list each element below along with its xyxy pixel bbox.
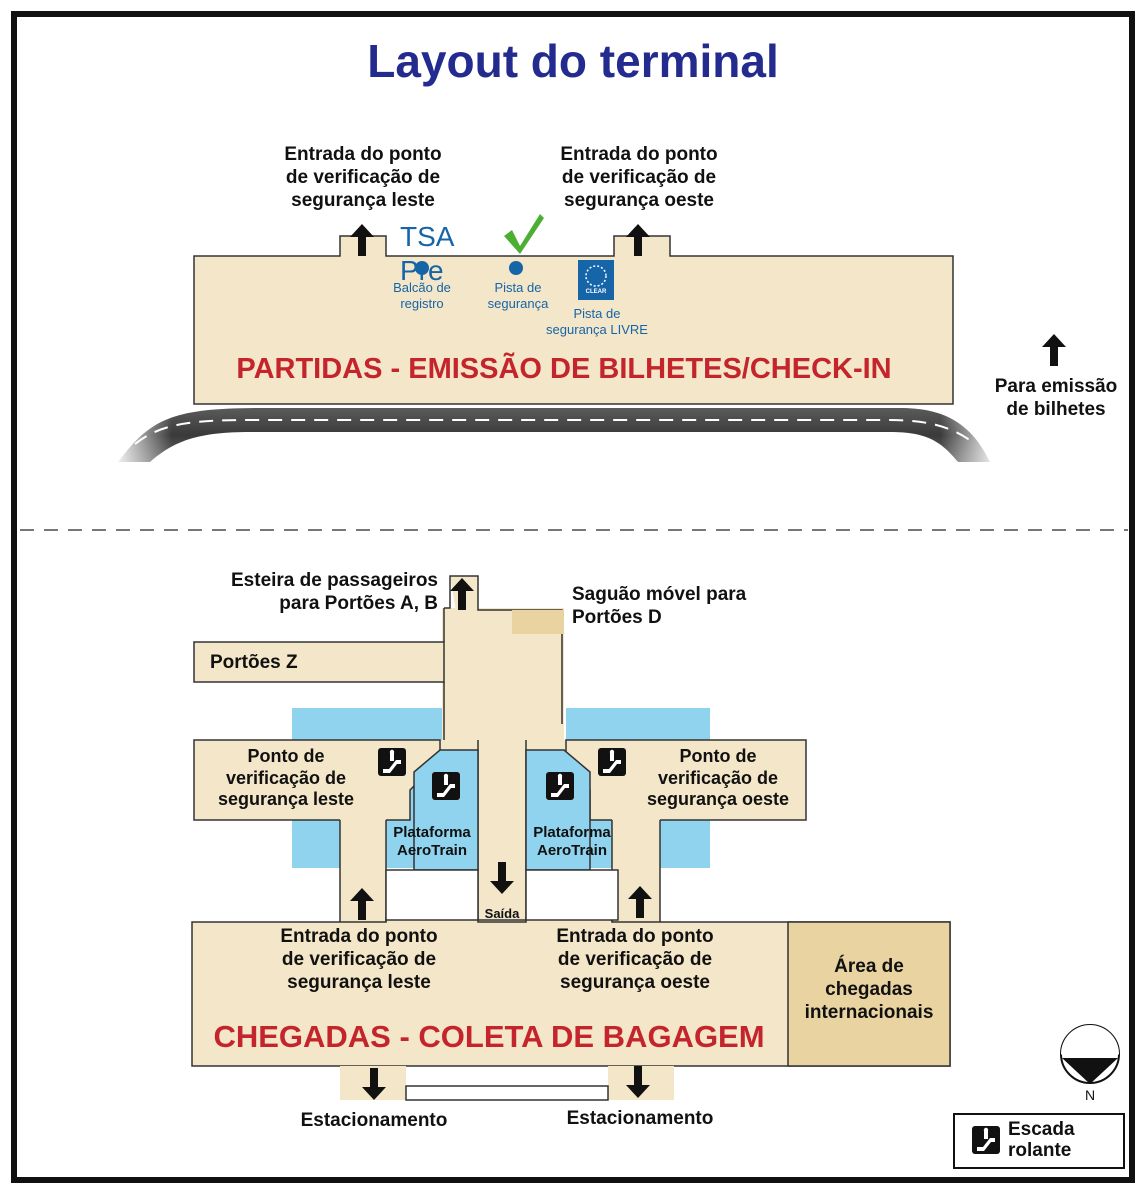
roadway [112, 400, 1000, 470]
legend-escalator-label: Escada rolante [1008, 1119, 1075, 1161]
page-title: Layout do terminal [367, 35, 779, 87]
exit-label: Saída [484, 906, 520, 921]
clear-lane-label: Pista de segurança LIVRE [546, 306, 648, 337]
compass-label: N [1084, 1087, 1096, 1103]
ticketing-label: Para emissão de bilhetes [994, 376, 1118, 420]
security-lane-label: Pista de segurança [487, 280, 549, 311]
walkway-label: Esteira de passageiros para Portões A, B [231, 570, 438, 614]
departures-building [193, 235, 954, 405]
departures-west-entry-label: Entrada do ponto de verificação de segur… [560, 144, 718, 211]
escalator-icon [972, 1126, 1000, 1154]
international-arrivals-label: Área de chegadas internacionais [804, 956, 934, 1023]
departures-east-entry-label: Entrada do ponto de verificação de segur… [284, 144, 442, 211]
escalator-icon [432, 772, 460, 800]
arrivals-west-entry-label: Entrada do ponto de verificação de segur… [556, 926, 714, 993]
aerotrain-left-label: Plataforma AeroTrain [393, 824, 471, 859]
escalator-icon [598, 748, 626, 776]
arrivals-east-entry-label: Entrada do ponto de verificação de segur… [280, 926, 438, 993]
checkin-counter-dot-icon [415, 261, 429, 275]
clear-logo-text: CLEAR [585, 289, 607, 295]
departures-band-label: PARTIDAS - EMISSÃO DE BILHETES/CHECK-IN [236, 353, 892, 385]
mobile-lounge-area [512, 610, 564, 634]
escalator-icon [378, 748, 406, 776]
checkin-counter-label: Balcão de registro [393, 280, 451, 311]
check-mark-icon [504, 214, 544, 254]
clear-logo-icon [578, 260, 614, 300]
arrivals-building [191, 576, 951, 1100]
parking-right-label: Estacionamento [566, 1108, 714, 1129]
tsa-pre-logo: TSA Pre [400, 221, 453, 286]
aerotrain-platform-right [525, 749, 591, 871]
mobile-lounge-label: Saguão móvel para Portões D [572, 584, 747, 628]
gates-z-label: Portões Z [210, 652, 298, 673]
arrivals-band-label: CHEGADAS - COLETA DE BAGAGEM [213, 1019, 765, 1054]
international-arrivals-area [787, 921, 951, 1067]
security-lane-dot-icon [509, 261, 523, 275]
compass-icon [1060, 1024, 1120, 1084]
east-checkpoint-label: Ponto de verificação de segurança leste [217, 746, 355, 810]
parking-left-label: Estacionamento [300, 1110, 448, 1131]
up-arrow-icon [1042, 334, 1066, 366]
aerotrain-right-label: Plataforma AeroTrain [533, 824, 611, 859]
escalator-icon [546, 772, 574, 800]
west-checkpoint-label: Ponto de verificação de segurança oeste [646, 746, 790, 810]
